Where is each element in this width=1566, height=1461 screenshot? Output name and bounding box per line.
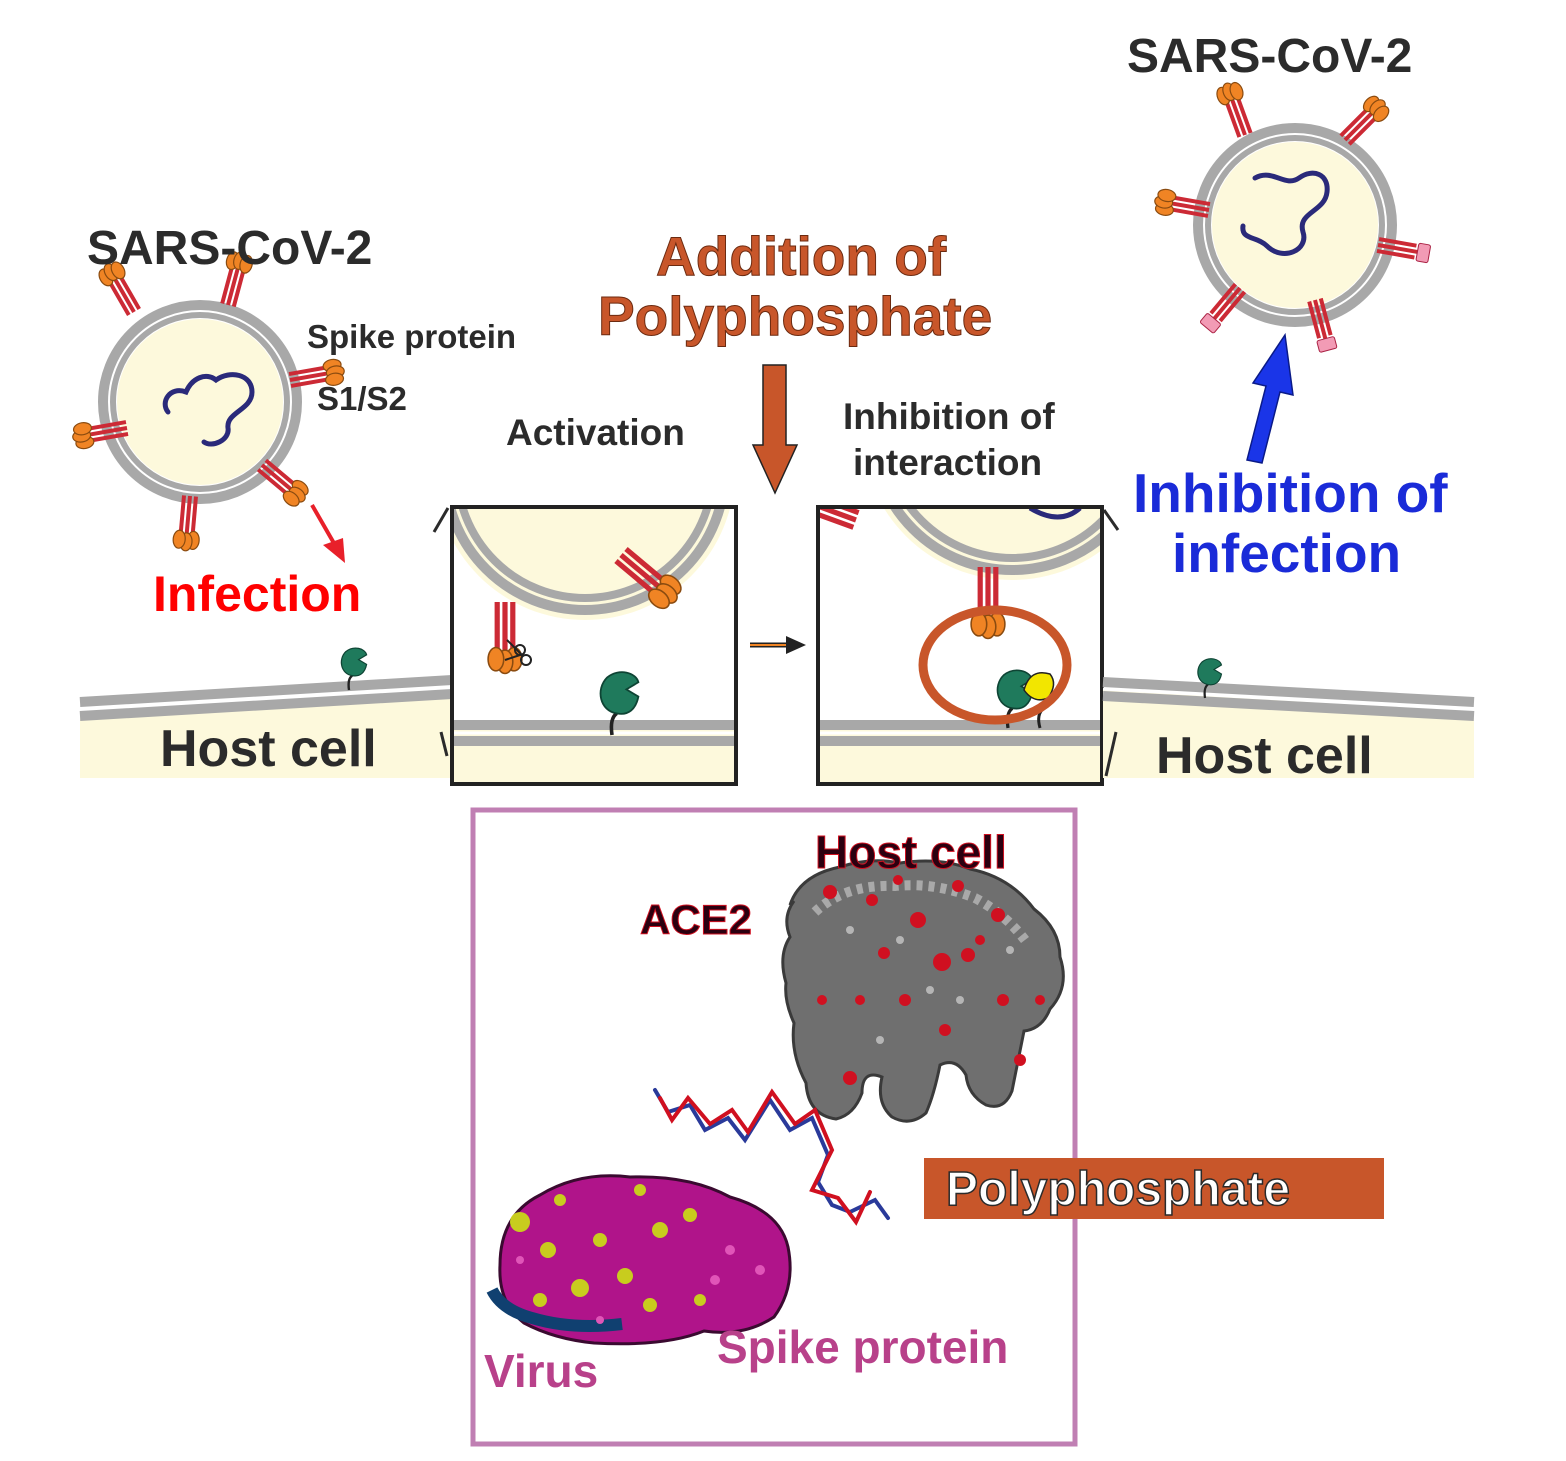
viral-rna [162,372,255,447]
inhibition-interaction-line1: Inhibition of [843,396,1055,437]
addition-label-line1: Addition of [656,225,947,287]
right-virus [1150,76,1433,355]
ace2-structure [781,859,1065,1123]
polyphosphate-arrow [751,364,799,495]
scissors-icon [504,639,532,666]
activation-label: Activation [506,412,685,453]
polyphosphate-label: Polyphosphate [946,1163,1290,1216]
host-cell-label-left: Host cell [160,720,377,778]
transition-arrow [750,636,806,654]
inhibition-panel [816,505,1104,786]
spike-protein-label: Spike protein [307,318,516,355]
virus-title-left: SARS-CoV-2 [87,222,372,275]
s1s2-label: S1/S2 [317,380,407,417]
ace2-label: ACE2 [640,896,752,943]
left-virus [68,246,349,554]
host-cell-left [79,646,453,778]
polyphosphate-blob [1023,672,1055,729]
interaction-highlight [918,605,1072,725]
virus-envelope [98,300,302,504]
inhibition-arrow [1246,332,1294,464]
infection-arrow [310,504,345,563]
inhibition-interaction-line2: interaction [853,442,1042,483]
inset-host-cell-label: Host cell [815,826,1007,878]
host-cell-right [1102,657,1475,778]
viral-rna [1240,170,1330,256]
inhibition-infection-line2: infection [1172,522,1401,584]
inset-virus-label: Virus [484,1345,598,1397]
inset-spike-protein-label: Spike protein [717,1321,1008,1373]
spike-structure [486,1174,792,1346]
activation-panel [450,505,738,786]
polyphosphate-tag: Polyphosphate [924,1158,1384,1219]
inhibition-infection-line1: Inhibition of [1133,462,1448,524]
addition-label-line2: Polyphosphate [598,285,992,347]
host-cell-label-right: Host cell [1156,727,1373,785]
polyphosphate-molecule-icon [653,1088,890,1226]
virus-title-right: SARS-CoV-2 [1127,30,1412,83]
infection-label: Infection [153,566,361,622]
